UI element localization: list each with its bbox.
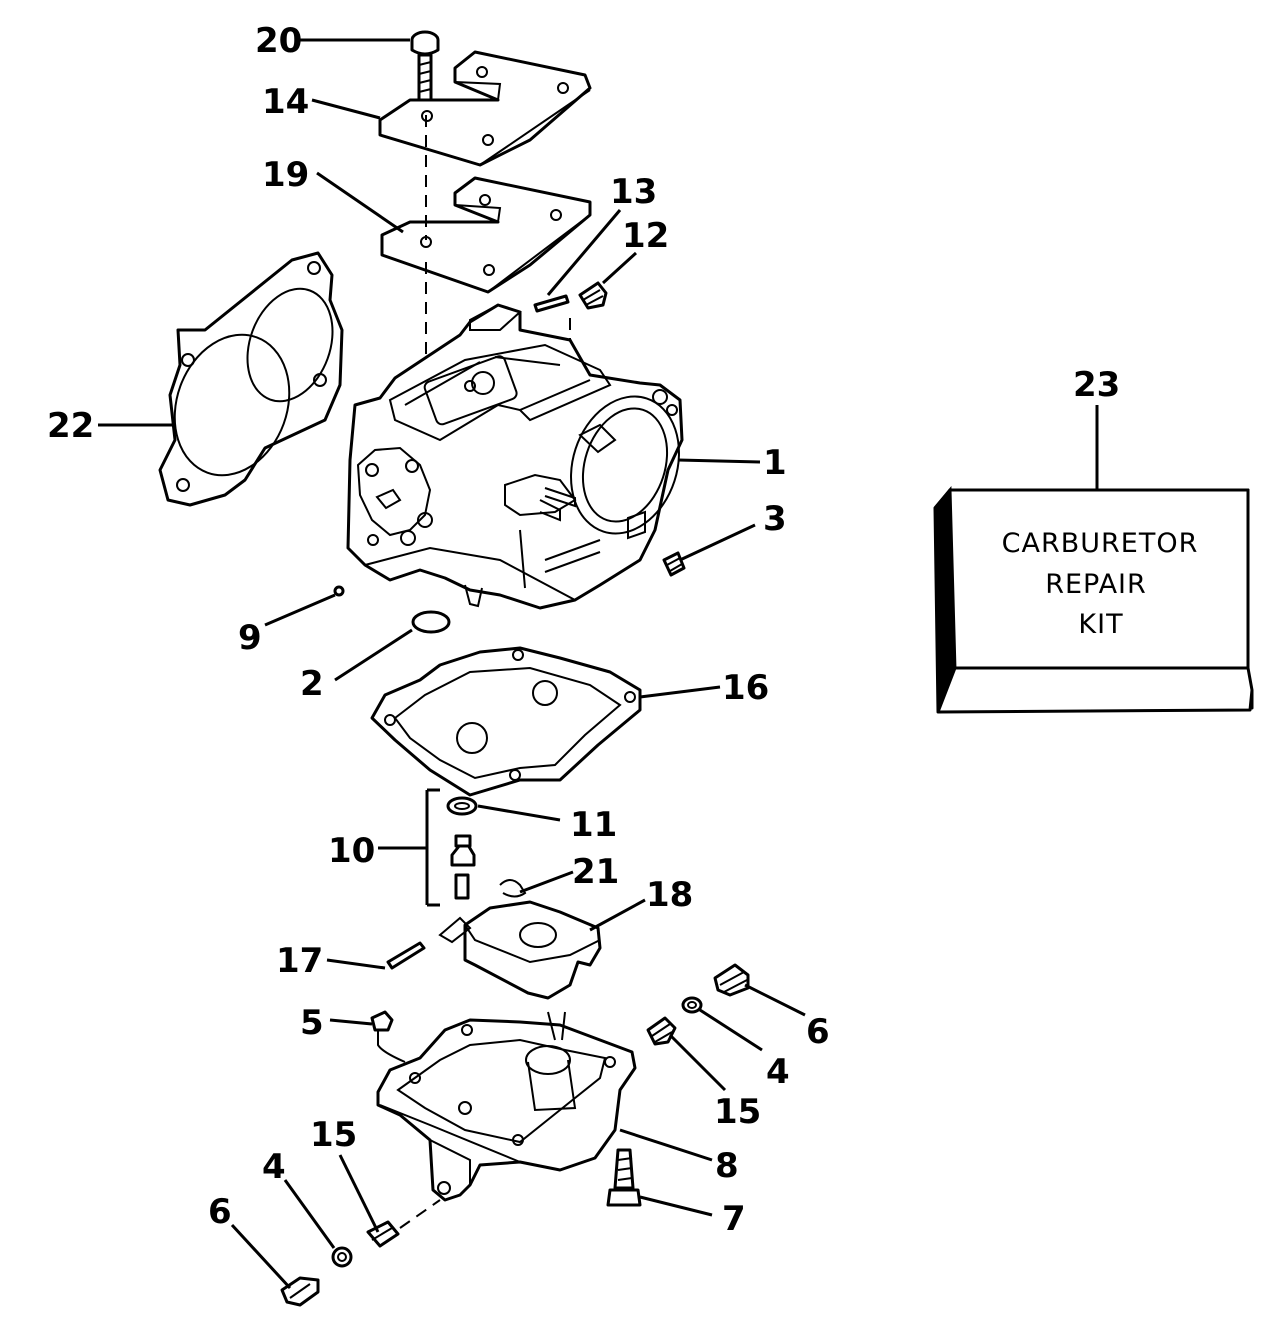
part-6-plug-right — [713, 963, 750, 997]
callout-20: 20 — [255, 21, 302, 61]
callout-13: 13 — [610, 172, 657, 212]
part-19-gasket — [380, 176, 592, 294]
callout-16: 16 — [722, 668, 769, 708]
part-11-o-ring — [446, 796, 478, 816]
callout-14: 14 — [262, 82, 309, 122]
callout-11: 11 — [570, 805, 617, 845]
callout-18: 18 — [646, 875, 693, 915]
kit-box-label: CARBURETOR REPAIR KIT — [1002, 528, 1199, 640]
callout-7: 7 — [722, 1199, 746, 1239]
part-4-washer-right — [681, 996, 703, 1014]
callout-22: 22 — [47, 406, 94, 446]
kit-label-line-2: REPAIR — [1045, 569, 1147, 600]
part-14-cover-plate — [378, 50, 592, 167]
callout-12: 12 — [622, 216, 669, 256]
part-5-screw — [370, 1010, 406, 1063]
callout-8: 8 — [715, 1146, 739, 1186]
part-16-bowl-gasket — [370, 646, 642, 797]
part-10-needle-seat-kit — [378, 788, 476, 907]
callout-4-left: 4 — [262, 1147, 286, 1187]
part-9-ball — [333, 585, 345, 597]
part-22-flange-gasket — [158, 251, 344, 507]
callout-9: 9 — [238, 618, 262, 658]
callout-6-left: 6 — [208, 1192, 232, 1232]
callout-23: 23 — [1073, 365, 1120, 405]
part-15-jet-left — [366, 1199, 441, 1248]
callout-2: 2 — [300, 664, 324, 704]
callout-labels: 20 14 19 13 12 22 1 3 9 2 16 11 10 21 18… — [47, 21, 1120, 1239]
part-4-washer-left — [331, 1246, 353, 1268]
part-1-carburetor-body — [346, 303, 684, 610]
callout-15-right: 15 — [714, 1092, 761, 1132]
callout-15-left: 15 — [310, 1115, 357, 1155]
callout-6-right: 6 — [806, 1012, 830, 1052]
callout-19: 19 — [262, 155, 309, 195]
part-17-float-pin — [386, 941, 426, 970]
callout-10: 10 — [328, 831, 375, 871]
callout-17: 17 — [276, 941, 323, 981]
part-8-float-bowl — [376, 1011, 637, 1202]
callout-21: 21 — [572, 852, 619, 892]
callout-1: 1 — [763, 443, 787, 483]
part-15-jet-right — [646, 1016, 677, 1046]
callout-3: 3 — [763, 499, 787, 539]
callout-4-right: 4 — [766, 1052, 790, 1092]
part-20-screw — [410, 30, 440, 114]
part-13-pin — [533, 294, 570, 313]
callout-5: 5 — [300, 1003, 324, 1043]
part-23-repair-kit-box — [933, 485, 1254, 714]
part-21-clip — [499, 879, 527, 898]
part-2-disc — [411, 610, 451, 634]
leader-lines — [98, 38, 1099, 1290]
part-6-plug-left — [280, 1276, 320, 1307]
part-18-float — [438, 900, 602, 1000]
part-12-plug — [578, 281, 608, 310]
kit-label-line-3: KIT — [1078, 609, 1123, 640]
part-3-spring — [662, 551, 686, 577]
kit-label-line-1: CARBURETOR — [1002, 528, 1199, 559]
part-7-bolt — [606, 1148, 642, 1207]
